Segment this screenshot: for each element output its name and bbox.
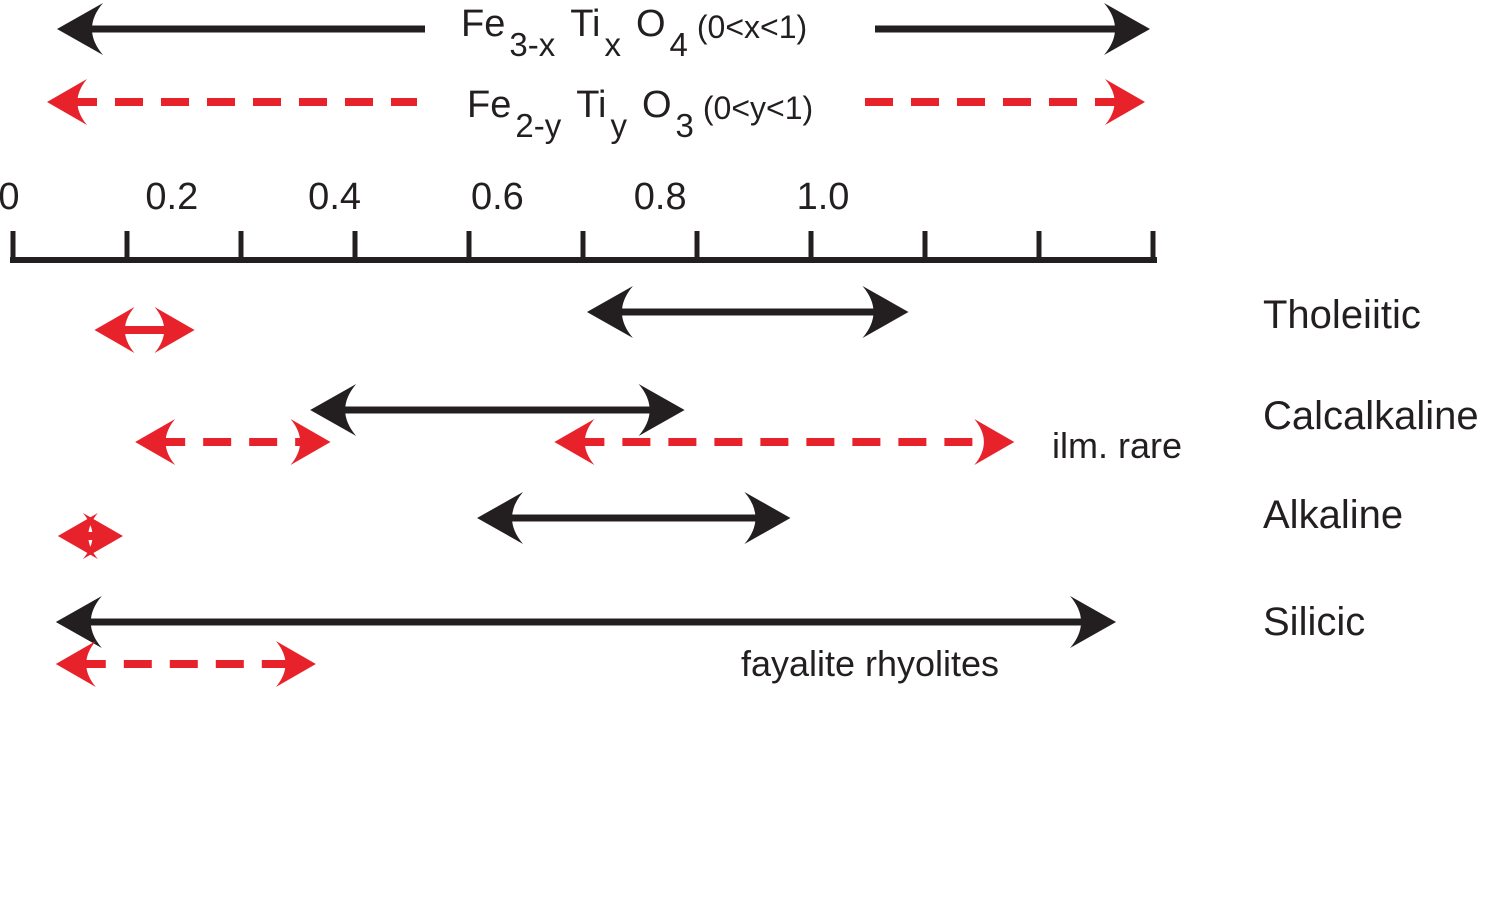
range-arrow-ilmenite-calcalkaline	[135, 419, 331, 465]
formula-o-subscript: 3	[675, 107, 694, 144]
axis-tick-label: 0.4	[308, 176, 362, 218]
formula-constraint: (0<y<1)	[702, 90, 814, 126]
legend-arrow-magnetite-series	[875, 3, 1150, 55]
row-label-calcalkaline: Calcalkaline	[1263, 394, 1479, 438]
legend-arrow-magnetite-series	[57, 3, 425, 55]
annotation-ilm-rare: ilm. rare	[1052, 425, 1183, 466]
formula-fe: Fe	[461, 3, 506, 45]
formula-o: O	[641, 84, 672, 126]
x-axis	[10, 231, 1157, 263]
axis-tick-label: 0	[0, 176, 20, 218]
legend-arrow-ilmenite-series	[865, 79, 1145, 125]
annotation-fayalite-rhyolites: fayalite rhyolites	[740, 643, 1000, 684]
formula-ti: Ti	[576, 84, 607, 126]
axis-tick-label: 0.8	[633, 176, 687, 218]
formula-ti: Ti	[570, 3, 601, 45]
formula-fe-subscript: 3-x	[509, 26, 556, 63]
formula-o: O	[635, 3, 666, 45]
range-arrow-ilmenite-calcalkaline	[554, 419, 1015, 465]
range-arrow-ilmenite-silicic	[55, 641, 316, 687]
range-arrow-magnetite-tholeiitic	[586, 286, 909, 338]
formula-fe-subscript: 2-y	[515, 107, 562, 144]
range-arrow-ilmenite-alkaline	[57, 513, 123, 559]
range-arrow-ilmenite-tholeiitic	[94, 307, 195, 353]
range-arrow-magnetite-calcalkaline	[310, 384, 685, 436]
axis-tick-label: 0.2	[145, 176, 199, 218]
formula-o-subscript: 4	[669, 26, 688, 63]
formula-ti-subscript: y	[610, 107, 627, 144]
legend-arrow-ilmenite-series	[47, 79, 417, 125]
row-label-tholeiitic: Tholeiitic	[1263, 293, 1421, 337]
range-arrow-magnetite-alkaline	[477, 492, 791, 544]
axis-tick-label: 0.6	[470, 176, 524, 218]
axis-tick-label: 1.0	[796, 176, 850, 218]
row-label-alkaline: Alkaline	[1263, 493, 1404, 537]
row-label-silicic: Silicic	[1263, 600, 1366, 644]
formula-ti-subscript: x	[604, 26, 621, 63]
formula-constraint: (0<x<1)	[696, 9, 808, 45]
range-arrow-magnetite-silicic	[55, 596, 1117, 648]
formula-fe: Fe	[467, 84, 512, 126]
